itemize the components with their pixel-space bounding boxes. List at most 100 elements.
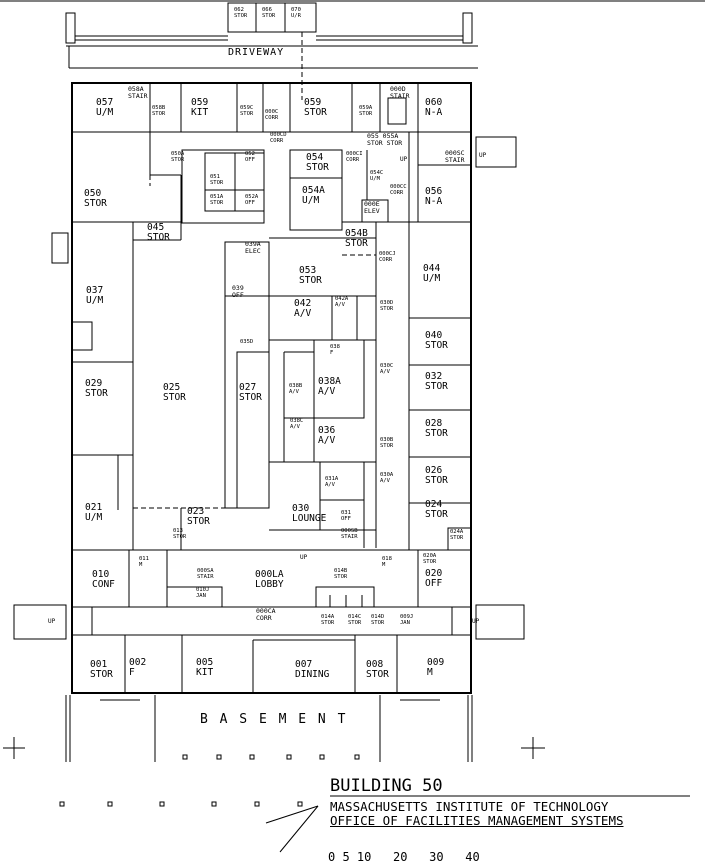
room-label-r035D: 035D	[240, 339, 253, 345]
up-label-4: UP	[48, 618, 56, 625]
marker-square	[159, 801, 165, 807]
north-arrow	[265, 805, 319, 853]
basement-outline	[3, 695, 545, 762]
marker-square	[59, 801, 65, 807]
building-outline	[71, 82, 472, 694]
marker-square	[107, 801, 113, 807]
marker-square	[297, 801, 303, 807]
up-label-2: UP	[479, 152, 487, 159]
side-entries	[13, 136, 525, 640]
marker-square	[254, 801, 260, 807]
scale-bar-label: 0 5 10 20 30 40	[328, 850, 480, 864]
up-label-3: UP	[300, 554, 308, 561]
up-label-1: UP	[400, 156, 408, 163]
driveway-label: DRIVEWAY	[228, 47, 285, 58]
office-name: OFFICE OF FACILITIES MANAGEMENT SYSTEMS	[330, 813, 624, 828]
building-title: BUILDING 50	[330, 776, 443, 796]
driveway	[65, 12, 478, 100]
top-storage-block	[227, 2, 317, 33]
marker-square	[354, 754, 360, 760]
marker-square	[216, 754, 222, 760]
marker-square	[319, 754, 325, 760]
institute-name: MASSACHUSETTS INSTITUTE OF TECHNOLOGY	[330, 799, 609, 814]
marker-square	[249, 754, 255, 760]
up-label-5: UP	[472, 618, 480, 625]
marker-square	[211, 801, 217, 807]
marker-square	[286, 754, 292, 760]
